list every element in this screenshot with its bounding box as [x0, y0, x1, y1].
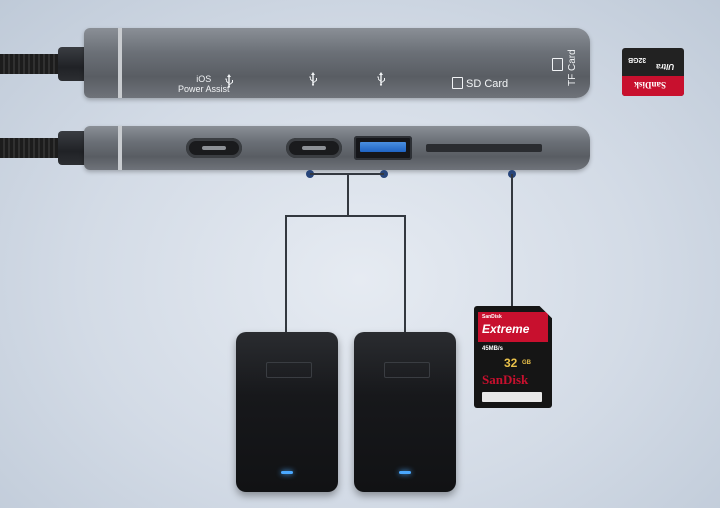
ios-label-line1: iOS — [196, 74, 212, 84]
usb-icon — [224, 74, 234, 88]
hub-top-view — [84, 28, 590, 98]
external-hard-drive — [354, 332, 456, 492]
sandisk-extreme-sd-card: SanDisk Extreme 45MB/s 32 GB SanDisk — [474, 306, 552, 408]
sd-card-white-strip — [482, 392, 542, 402]
ios-power-assist-label: iOS Power Assist — [178, 74, 230, 94]
drive-logo — [384, 362, 430, 378]
sd-card-series: Extreme — [482, 322, 530, 336]
sd-card-brand-small: SanDisk — [482, 314, 502, 320]
sd-card-icon — [452, 77, 463, 89]
usb-icon — [308, 72, 318, 86]
sandisk-ultra-micro-sd-card: 32GB Ultra SanDisk — [622, 48, 684, 96]
ios-label-line2: Power Assist — [178, 84, 230, 94]
drive-led — [399, 471, 411, 474]
tf-card-icon — [552, 58, 563, 71]
sd-card-label: SD Card — [466, 78, 509, 90]
usb-a-port — [354, 136, 412, 160]
sd-card-unit: GB — [522, 360, 531, 366]
tf-card-red-band — [622, 76, 684, 96]
sd-card-brand: SanDisk — [482, 372, 529, 387]
connector-line — [404, 215, 406, 333]
connector-line — [285, 215, 405, 217]
drive-logo — [266, 362, 312, 378]
connector-line — [310, 173, 384, 175]
sd-card-slot — [426, 144, 542, 152]
usb-icon — [376, 72, 386, 86]
hub-bottom-band — [118, 126, 122, 170]
sd-card-speed: 45MB/s — [482, 346, 504, 352]
tf-card-capacity: 32GB — [628, 56, 647, 63]
connector-dot — [380, 170, 388, 178]
connector-line — [511, 174, 513, 308]
sd-card-red-band — [478, 312, 548, 342]
usb-c-port — [286, 138, 342, 158]
connector-line — [285, 215, 287, 333]
tf-card-brand: SanDisk — [634, 80, 667, 90]
hub-top-band — [118, 28, 122, 98]
external-hard-drive — [236, 332, 338, 492]
tf-card-label: TF Card — [567, 49, 578, 86]
drive-led — [281, 471, 293, 474]
sd-card-capacity: 32 — [504, 356, 518, 370]
tf-card-series: Ultra — [656, 62, 675, 71]
usb-c-power-port — [186, 138, 242, 158]
connector-line — [347, 174, 349, 216]
